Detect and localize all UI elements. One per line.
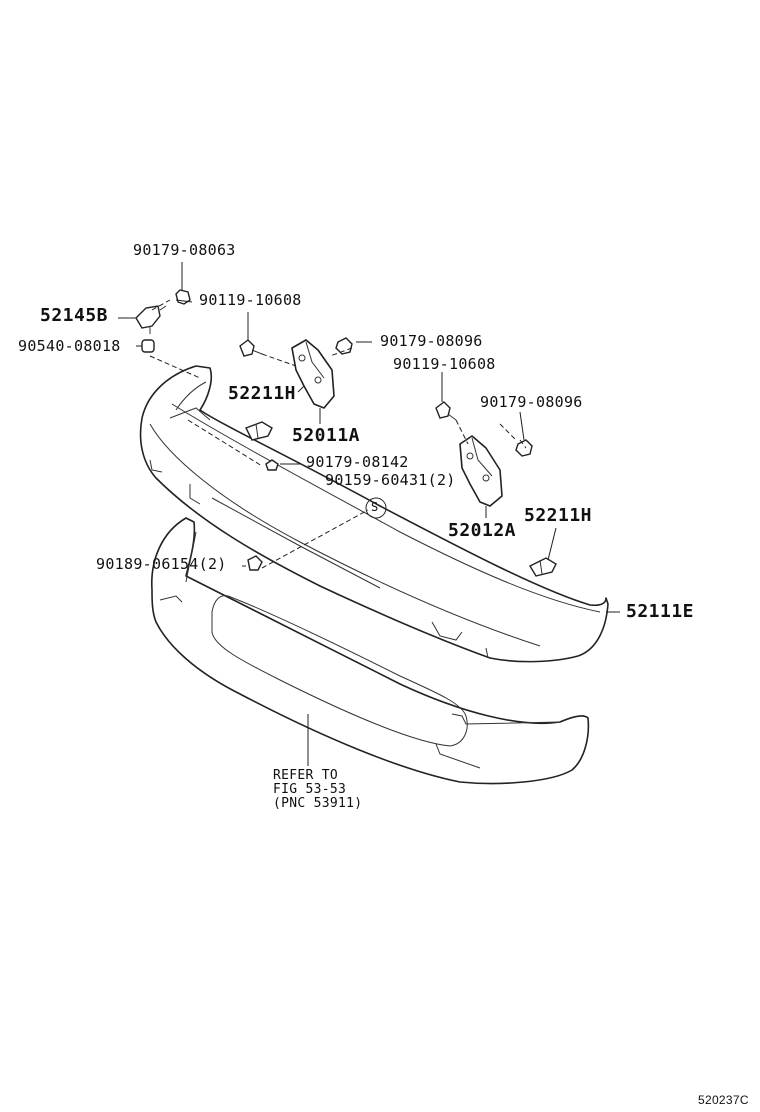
bracket-52145b xyxy=(135,305,167,334)
screw-90189-06154 xyxy=(247,555,263,571)
reference-note-line3: (PNC 53911) xyxy=(273,796,363,811)
figure-code: 520237C xyxy=(698,1093,749,1107)
nut-90179-08096-b xyxy=(515,439,533,457)
bolt-90119-10608-a xyxy=(239,339,263,357)
label-90540-08018: 90540-08018 xyxy=(18,337,121,355)
bracket-52011a xyxy=(291,339,335,409)
label-90179-08063: 90179-08063 xyxy=(133,241,236,259)
label-52145b: 52145B xyxy=(40,305,109,326)
label-52211h-b: 52211H xyxy=(524,505,593,526)
clip-90540-08018 xyxy=(141,339,155,353)
reference-note-line1: REFER TO xyxy=(273,768,339,783)
nut-90179-08096-a xyxy=(335,337,353,355)
label-90179-08142: 90179-08142 xyxy=(306,453,409,471)
label-52111e: 52111E xyxy=(626,601,695,622)
lower-spoiler xyxy=(151,517,590,785)
reference-note-line2: FIG 53-53 xyxy=(273,782,347,797)
label-52211h-a: 52211H xyxy=(228,383,297,404)
label-90119-10608-b: 90119-10608 xyxy=(393,355,496,373)
label-52011a: 52011A xyxy=(292,425,361,446)
label-90179-08096-a: 90179-08096 xyxy=(380,332,483,350)
bracket-52012a xyxy=(459,435,503,507)
s-marker-circle xyxy=(365,497,387,519)
label-52012a: 52012A xyxy=(448,520,517,541)
label-90159-60431: 90159-60431(2) xyxy=(325,471,456,489)
retainer-52211h-b xyxy=(529,557,557,577)
label-90119-10608-a: 90119-10608 xyxy=(199,291,302,309)
nut-90179-08142 xyxy=(265,459,279,471)
bumper-bar-52111e xyxy=(139,365,609,663)
dashed-assembly-lines xyxy=(149,299,527,569)
leader-lines xyxy=(118,262,620,766)
bolt-90119-10608-b xyxy=(435,401,457,421)
reference-note: REFER TO FIG 53-53 (PNC 53911) xyxy=(273,769,362,811)
label-90189-06154: 90189-06154(2) xyxy=(96,555,227,573)
label-90179-08096-b: 90179-08096 xyxy=(480,393,583,411)
s-marker-text: S xyxy=(371,500,379,514)
retainer-52211h-a xyxy=(245,421,273,441)
